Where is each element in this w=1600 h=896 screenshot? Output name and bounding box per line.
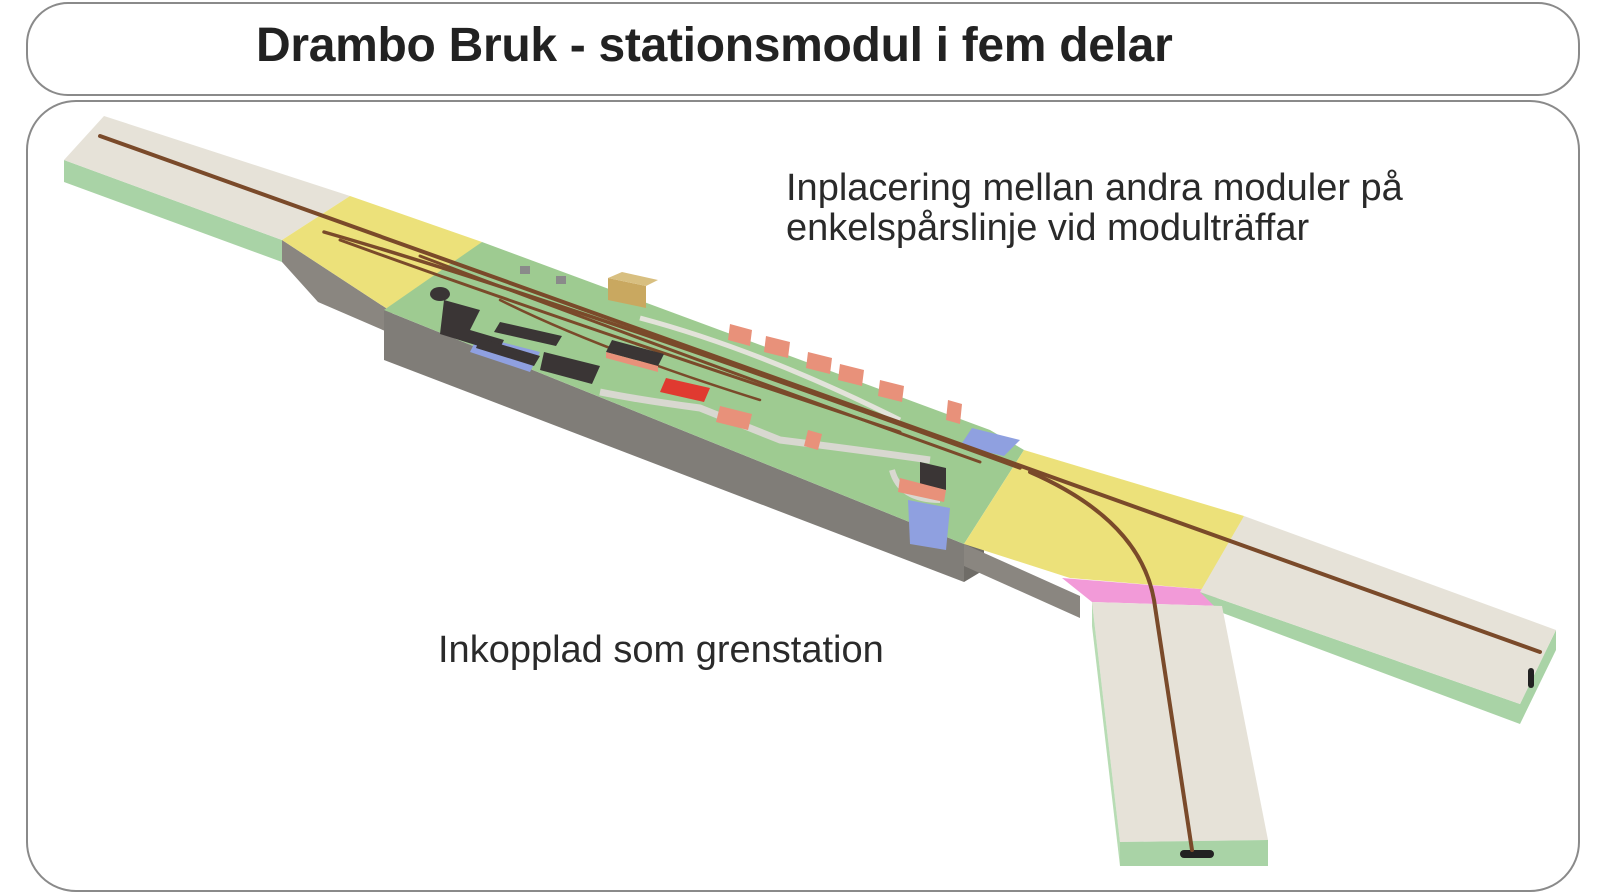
buildings [430, 266, 962, 502]
small-shed-2 [556, 276, 566, 284]
mill-building-3 [476, 338, 540, 366]
red-building [660, 378, 710, 402]
house-6 [946, 400, 962, 424]
siding-track-1 [322, 230, 1022, 470]
placement-caption-line-2: enkelspårslinje vid modulträffar [786, 207, 1310, 249]
water-area-bridge [908, 500, 950, 550]
house-5 [878, 380, 904, 402]
station-road-upper [639, 315, 902, 423]
track-network [98, 134, 1542, 852]
placement-caption: Inplacering mellan andra moduler på enke… [786, 168, 1403, 248]
mill-building-5 [606, 340, 664, 366]
house-1 [728, 324, 752, 346]
house-8 [804, 430, 822, 450]
branch-joint [1062, 578, 1222, 606]
factory-building [920, 462, 946, 490]
right-end-connector [1528, 668, 1534, 688]
mill-building-2 [494, 322, 562, 346]
station-building [608, 278, 646, 308]
siding-track-2 [338, 238, 902, 434]
placement-caption-line-1: Inplacering mellan andra moduler på [786, 167, 1403, 209]
branch-caption: Inkopplad som grenstation [438, 629, 884, 671]
house-2 [764, 336, 790, 358]
small-shed-1 [520, 266, 530, 274]
title-frame [26, 2, 1580, 96]
mill-building-1 [440, 300, 504, 352]
right-transition-module [964, 450, 1244, 618]
house-4 [838, 364, 864, 386]
page-title: Drambo Bruk - stationsmodul i fem delar [256, 19, 1173, 72]
mill-building-4 [540, 352, 600, 384]
house-7 [716, 406, 752, 430]
siding-track-3 [418, 254, 982, 464]
tank [430, 287, 450, 301]
main-line-track [98, 134, 1542, 654]
branch-module [1092, 602, 1268, 866]
station-road [599, 388, 931, 464]
branch-end-connector [1180, 850, 1214, 858]
branch-track [1028, 470, 1194, 852]
house-3 [806, 352, 832, 374]
